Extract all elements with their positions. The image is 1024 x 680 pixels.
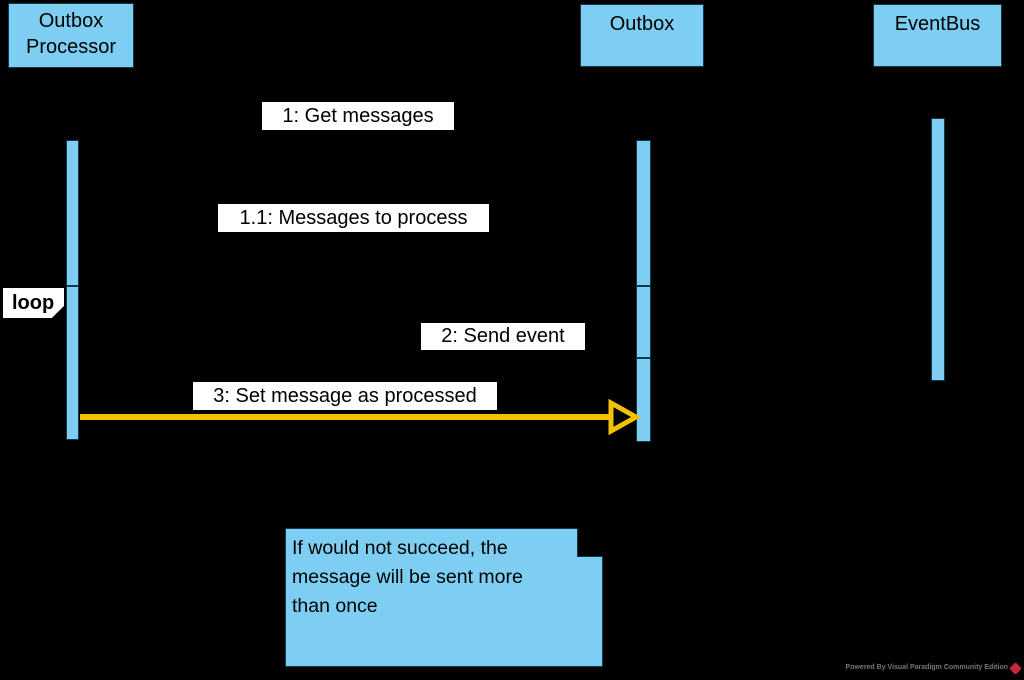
activation-bar-outbox-seg3 [636,358,651,442]
watermark: Powered By Visual Paradigm Community Edi… [845,661,1022,675]
activation-bar-outbox-processor-seg2 [66,286,79,440]
message-label-3: 3: Set message as processed [193,382,497,410]
note-line: than once [292,595,378,617]
participant-outbox-processor: Outbox Processor [8,3,134,68]
participant-eventbus: EventBus [873,4,1002,67]
fragment-operator: loop [12,292,55,314]
activation-bar-eventbus [931,118,945,381]
participant-label: Outbox [609,13,675,35]
message-3-open-arrowhead-icon [608,398,642,436]
message-label-1: 1: Get messages [262,102,454,130]
watermark-text: Powered By Visual Paradigm Community Edi… [845,664,1008,671]
participant-label: EventBus [894,13,981,35]
loop-fragment-label: loop [3,288,64,318]
message-label-1-1: 1.1: Messages to process [218,204,489,232]
activation-bar-outbox-seg2 [636,286,651,358]
activation-bar-outbox-seg1 [636,140,651,286]
participant-label: Outbox Processor [25,10,117,58]
activation-bar-outbox-processor-seg1 [66,140,79,286]
note-text: If would not succeed, the message will b… [292,534,523,621]
note-shape [285,528,603,667]
participant-outbox: Outbox [580,4,704,67]
note-line: If would not succeed, the [292,537,508,559]
message-label-2: 2: Send event [421,323,585,350]
visual-paradigm-logo-icon [1009,661,1022,675]
note-line: message will be sent more [292,566,523,588]
